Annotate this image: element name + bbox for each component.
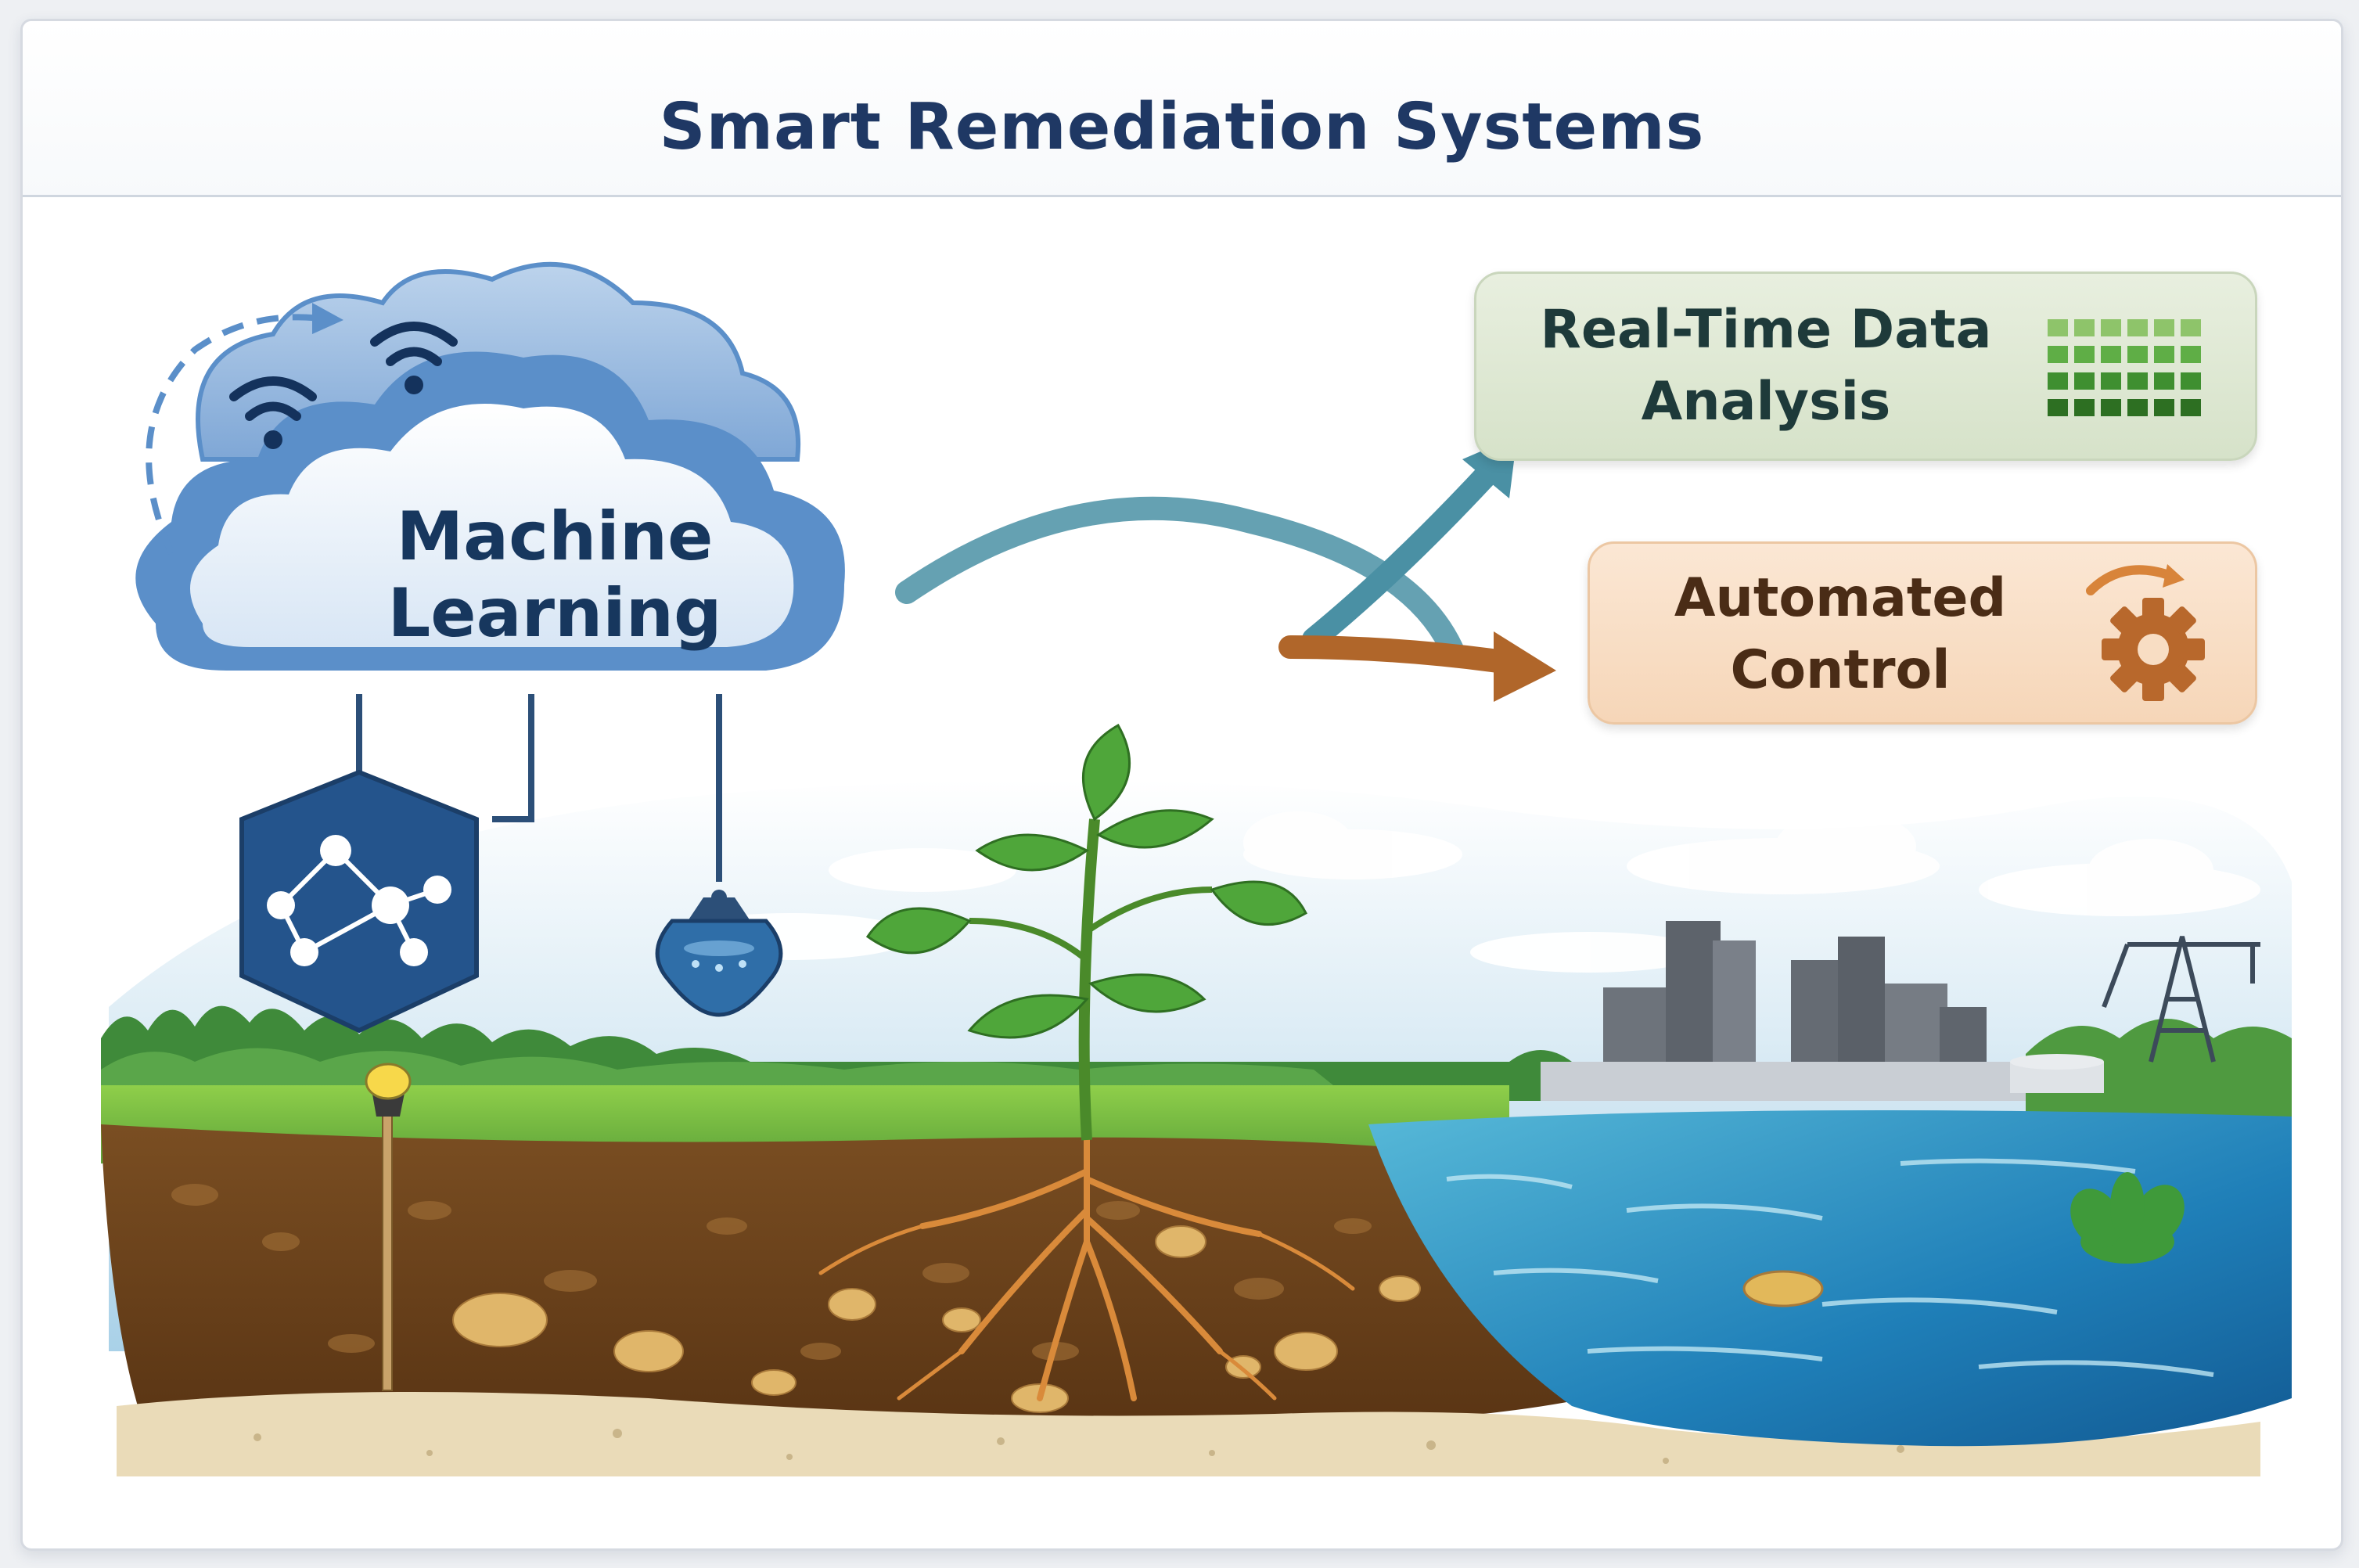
data-grid-icon bbox=[2048, 319, 2201, 416]
industrial-skyline bbox=[1541, 921, 2104, 1101]
network-graph-icon bbox=[239, 769, 479, 1034]
water-plant bbox=[2070, 1172, 2185, 1264]
plant-seedling bbox=[865, 723, 1307, 1141]
water-sensor-icon bbox=[655, 897, 783, 1017]
illustration bbox=[101, 261, 2292, 1476]
automated-control-label: Automated Control bbox=[1674, 567, 2007, 701]
diagram-frame: Smart Remediation Systems bbox=[20, 19, 2343, 1551]
sky-clouds bbox=[664, 811, 2260, 973]
machine-learning-label: Machine Learning bbox=[387, 498, 722, 653]
real-time-data-analysis-box: Real-Time Data Analysis bbox=[1474, 272, 2257, 461]
rock-in-water bbox=[1742, 1270, 1824, 1307]
wifi-icon-2 bbox=[370, 322, 458, 366]
real-time-data-analysis-label: Real-Time Data Analysis bbox=[1540, 299, 1992, 433]
gear-icon bbox=[2086, 564, 2205, 701]
ml-cloud bbox=[135, 261, 845, 671]
crane bbox=[2102, 936, 2260, 1063]
title-band: Smart Remediation Systems bbox=[23, 21, 2341, 197]
cloud-connectors bbox=[356, 694, 722, 882]
arrow-head-control bbox=[1494, 631, 1556, 702]
automated-control-box: Automated Control bbox=[1588, 541, 2257, 725]
wifi-icon bbox=[229, 376, 317, 421]
soil-probe-icon bbox=[365, 1063, 412, 1391]
water-ripples bbox=[1446, 1158, 2214, 1377]
plant-roots bbox=[818, 1129, 1355, 1401]
diagram-title: Smart Remediation Systems bbox=[659, 90, 1705, 164]
pebbles bbox=[452, 1225, 1421, 1413]
